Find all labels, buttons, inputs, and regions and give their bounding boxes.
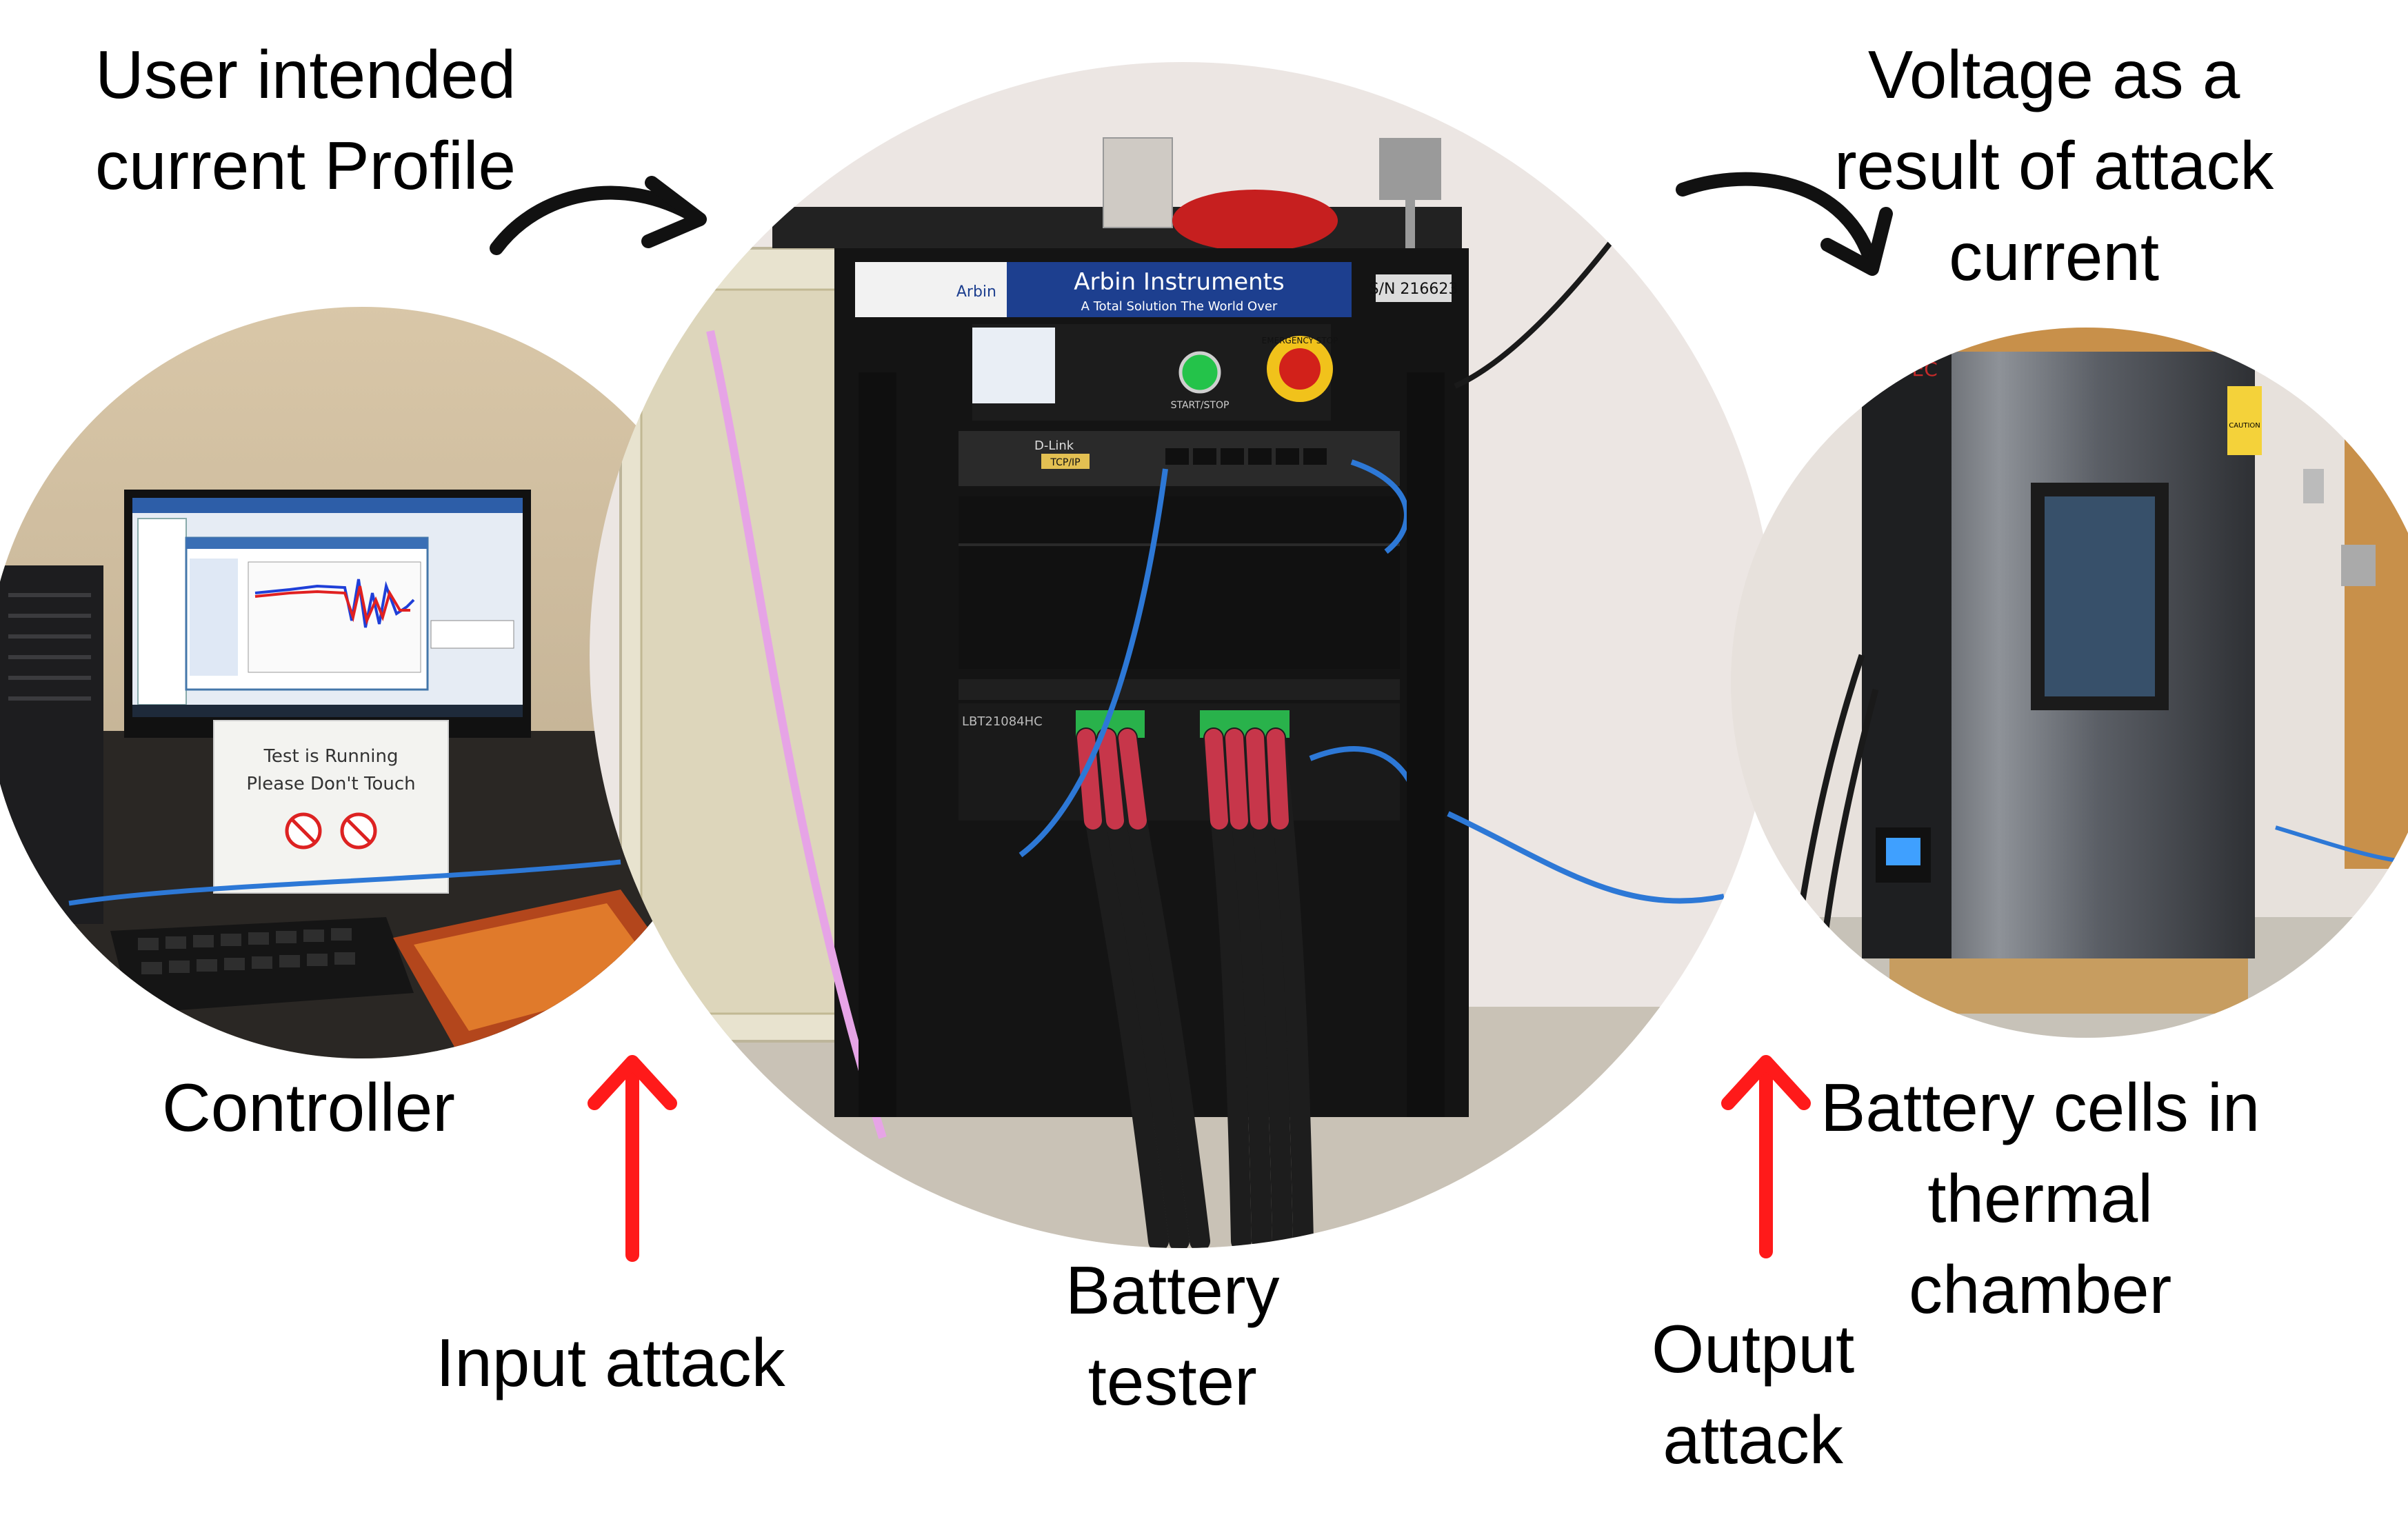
label-user-profile-line1: User intended xyxy=(95,37,516,112)
label-output-attack-line1: Output xyxy=(1652,1311,1855,1387)
thermal-chamber-photo: ESPEC CAUTION xyxy=(1731,328,2408,1038)
start-stop-label: START/STOP xyxy=(1171,400,1230,411)
curved-arrow-icon xyxy=(490,176,707,255)
tester-brand: Arbin Instruments xyxy=(1074,268,1284,296)
red-up-arrow-icon xyxy=(1721,1055,1811,1258)
red-up-arrow-icon xyxy=(588,1055,677,1262)
emergency-stop-label: EMERGENCY STOP xyxy=(1262,336,1338,345)
switch-tag: TCP/IP xyxy=(1050,457,1080,468)
label-voltage-line1: Voltage as a xyxy=(1867,37,2240,112)
switch-brand: D-Link xyxy=(1034,439,1074,453)
label-battery-tester-line1: Battery xyxy=(1065,1252,1280,1328)
tester-logo: Arbin xyxy=(956,283,996,301)
label-voltage-line2: result of attack xyxy=(1834,128,2274,203)
sign-line2: Please Don't Touch xyxy=(246,774,415,794)
caution-label: CAUTION xyxy=(2229,422,2260,430)
label-user-profile-line2: current Profile xyxy=(95,128,516,203)
battery-tester-photo: Arbin Instruments A Total Solution The W… xyxy=(590,62,1776,1248)
label-battery-tester: Battery tester xyxy=(1065,1245,1279,1427)
chamber-brand: ESPEC xyxy=(1876,358,1938,381)
label-voltage-line3: current xyxy=(1949,219,2160,294)
label-input-attack: Input attack xyxy=(436,1317,785,1408)
label-user-profile: User intended current Profile xyxy=(95,29,516,211)
sign-line1: Test is Running xyxy=(263,746,398,767)
curved-arrow-icon xyxy=(1676,172,1893,276)
module-label: LBT21084HC xyxy=(962,714,1043,729)
label-voltage-result: Voltage as a result of attack current xyxy=(1834,29,2274,302)
label-output-attack-line2: attack xyxy=(1663,1402,1843,1478)
label-battery-tester-line2: tester xyxy=(1087,1343,1257,1419)
serial-number: S/N 216623 xyxy=(1369,281,1458,298)
label-battery-cells-line2: thermal xyxy=(1927,1161,2154,1236)
tester-tagline: A Total Solution The World Over xyxy=(1081,299,1278,314)
label-controller-text: Controller xyxy=(162,1069,455,1145)
label-battery-cells-line1: Battery cells in xyxy=(1820,1069,2260,1145)
label-output-attack: Output attack xyxy=(1652,1303,1854,1485)
label-battery-cells: Battery cells in thermal chamber xyxy=(1820,1062,2260,1335)
label-battery-cells-line3: chamber xyxy=(1908,1252,2172,1327)
label-controller: Controller xyxy=(162,1062,455,1153)
label-input-attack-text: Input attack xyxy=(436,1325,785,1400)
